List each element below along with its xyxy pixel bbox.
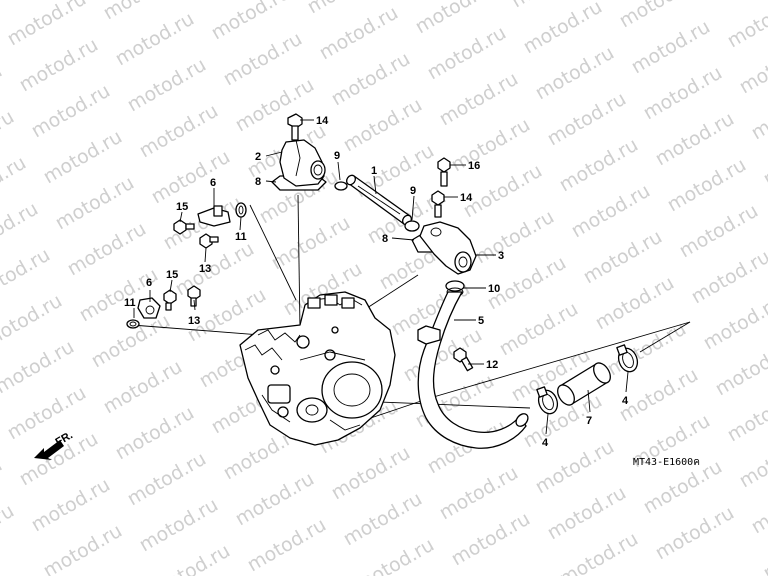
callout-2: 2	[255, 151, 261, 163]
part-15-bolt-upper	[173, 219, 195, 235]
callout-6: 6	[146, 277, 152, 289]
callout-4: 4	[622, 395, 629, 407]
part-9-oring-right	[404, 220, 420, 232]
part-3-housing	[411, 221, 477, 275]
part-16-bolt	[437, 157, 451, 187]
callout-6: 6	[210, 177, 216, 189]
front-arrow-icon	[34, 440, 64, 460]
part-14-bolt-right	[431, 190, 445, 218]
callout-15: 15	[176, 201, 188, 213]
callout-1: 1	[371, 165, 377, 177]
part-4-clamp-upper	[616, 344, 639, 373]
callout-10: 10	[488, 283, 500, 295]
part-6-fitting-lower	[137, 297, 161, 319]
watermark-text: motod.ru	[0, 500, 18, 563]
part-2-housing	[271, 139, 327, 191]
part-13-bolt-lower	[187, 285, 201, 307]
callout-8: 8	[255, 176, 261, 188]
callout-3: 3	[498, 250, 504, 262]
callout-9: 9	[410, 185, 416, 197]
watermark-text: motod.ru	[724, 0, 768, 52]
callout-11: 11	[124, 297, 136, 309]
part-9-oring-left	[334, 181, 348, 191]
engine-block	[239, 291, 396, 446]
callout-numbers: 14 2 8 9 1 16 9 14 6 15 11 13 3 8 10 6 1…	[124, 115, 629, 449]
watermark-text: motod.ru	[652, 502, 738, 565]
callout-13: 13	[199, 263, 211, 275]
part-11-oring-upper	[235, 202, 247, 218]
part-12-bolt	[453, 347, 474, 372]
watermark-text: motod.ru	[688, 246, 768, 309]
watermark-text: motod.ru	[448, 508, 534, 571]
callout-13: 13	[188, 315, 200, 327]
callout-7: 7	[586, 415, 592, 427]
part-4-clamp-lower	[536, 386, 559, 415]
part-13-bolt-upper	[199, 233, 219, 249]
callout-14: 14	[460, 192, 473, 204]
part-7-hose	[557, 362, 611, 406]
callout-8: 8	[382, 233, 388, 245]
part-1-pipe	[345, 174, 413, 226]
callout-14: 14	[316, 115, 329, 127]
part-15-bolt-lower	[163, 289, 177, 311]
watermark-text: motod.ru	[244, 514, 330, 576]
callout-5: 5	[478, 315, 484, 327]
callout-11: 11	[235, 231, 247, 243]
callout-15: 15	[166, 269, 178, 281]
callout-12: 12	[486, 359, 498, 371]
callout-leaders	[133, 119, 629, 435]
callout-4: 4	[542, 437, 549, 449]
diagram-code: MT43-E1600ค	[633, 457, 700, 468]
part-5-hose	[417, 291, 529, 449]
part-11-oring-lower	[126, 319, 140, 329]
callout-9: 9	[334, 150, 340, 162]
part-14-bolt-top	[287, 113, 303, 141]
callout-16: 16	[468, 160, 480, 172]
